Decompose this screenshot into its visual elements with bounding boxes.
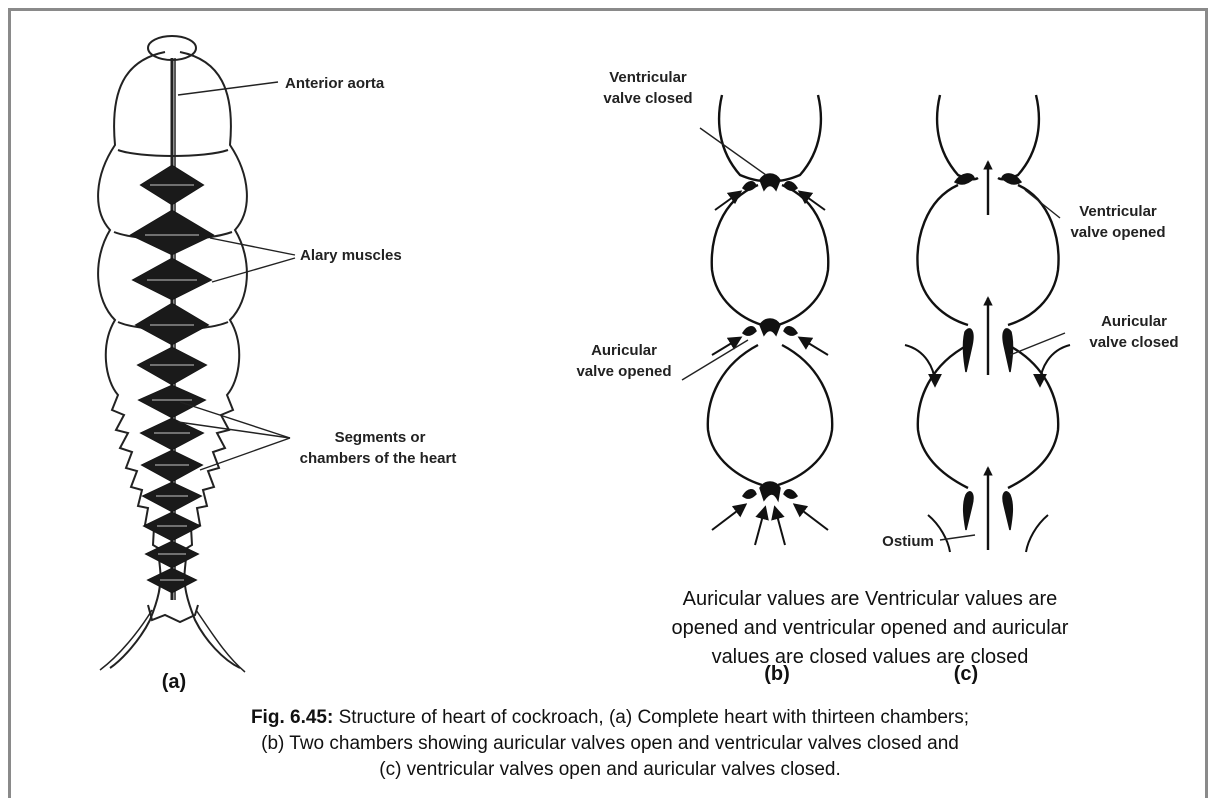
- caption-line-1-text: Structure of heart of cockroach, (a) Com…: [333, 707, 969, 728]
- label-auricular-opened-2: valve opened: [576, 363, 671, 380]
- label-auricular-closed-2: valve closed: [1089, 334, 1178, 351]
- caption-line-3: (c) ventricular valves open and auricula…: [40, 757, 1180, 783]
- label-segments-2: chambers of the heart: [300, 450, 457, 467]
- panel-c-leaders: [940, 190, 1065, 540]
- label-ventricular-opened-1: Ventricular: [1079, 203, 1157, 220]
- label-ventricular-closed-1: Ventricular: [609, 69, 687, 86]
- label-auricular-opened-1: Auricular: [591, 342, 657, 359]
- label-ventricular-opened-2: valve opened: [1070, 224, 1165, 241]
- panel-b-leaders: [682, 128, 766, 380]
- description-line: values are closed values are closed: [600, 643, 1140, 672]
- panel-bc-description: Auricular values are Ventricular values …: [600, 585, 1140, 672]
- panel-label-a: (a): [162, 671, 186, 693]
- label-ventricular-closed-2: valve closed: [603, 90, 692, 107]
- label-alary-muscles: Alary muscles: [300, 247, 402, 264]
- caption-line-2: (b) Two chambers showing auricular valve…: [40, 731, 1180, 757]
- panel-b-valves: [743, 174, 797, 500]
- panel-c-heart-chambers: [917, 95, 1058, 488]
- caption-fig-label: Fig. 6.45:: [251, 707, 333, 728]
- caption-line-1: Fig. 6.45: Structure of heart of cockroa…: [40, 705, 1180, 731]
- label-ostium: Ostium: [882, 533, 934, 550]
- label-anterior-aorta: Anterior aorta: [285, 75, 385, 92]
- alary-muscles: [130, 165, 214, 593]
- panel-b-heart-chambers: [708, 95, 832, 485]
- label-auricular-closed-1: Auricular: [1101, 313, 1167, 330]
- label-segments-1: Segments or: [335, 429, 426, 446]
- description-line: opened and ventricular opened and auricu…: [600, 614, 1140, 643]
- figure-caption: Fig. 6.45: Structure of heart of cockroa…: [40, 705, 1180, 783]
- description-line: Auricular values are Ventricular values …: [600, 585, 1140, 614]
